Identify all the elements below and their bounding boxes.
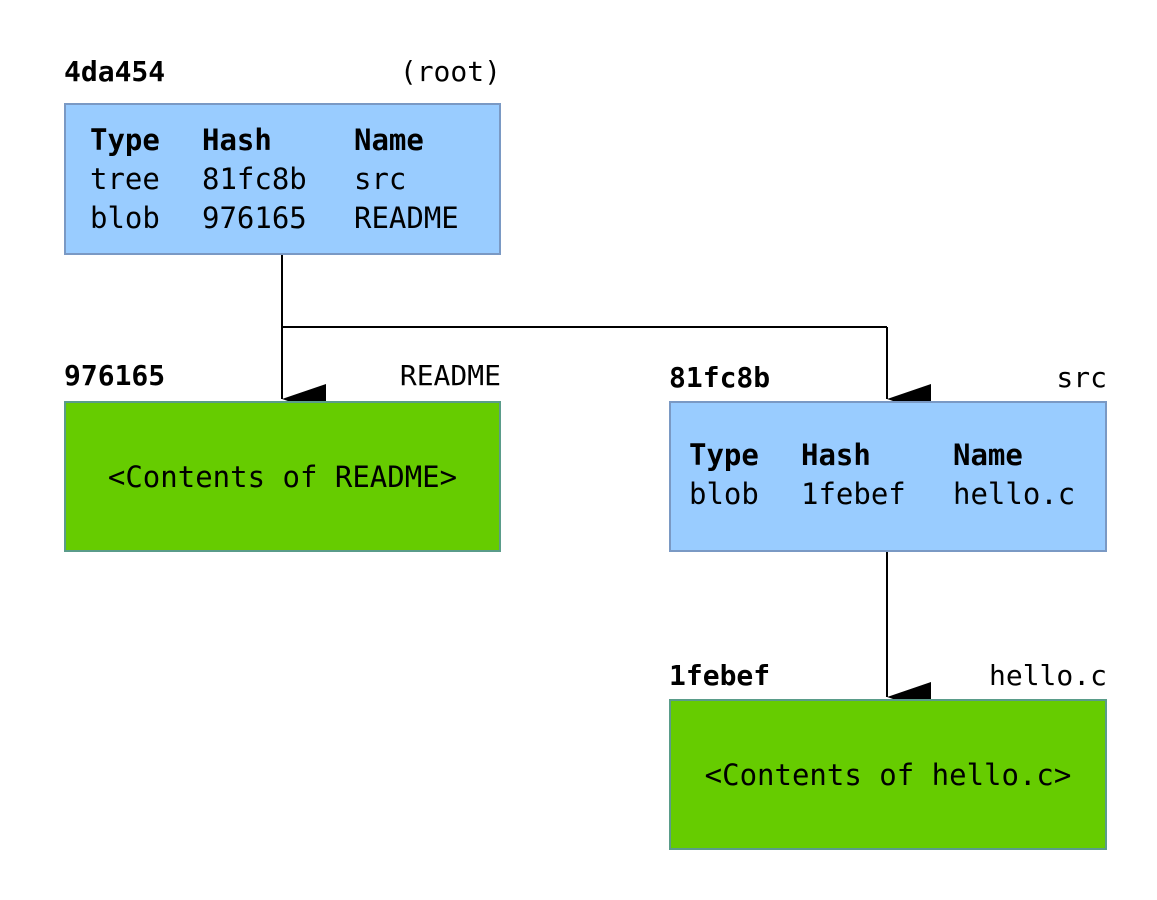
entry-name: README [354,201,459,235]
node-hash: 976165 [64,359,166,392]
blob-contents: <Contents of hello.c> [704,757,1072,792]
table-row: blob 976165 README [90,199,459,238]
entry-type: blob [90,201,160,235]
node-header: 1febef hello.c [669,660,1107,692]
node-label: src [1056,361,1107,394]
column-header-type: Type [689,438,759,472]
entry-hash: 976165 [202,201,307,235]
column-header-hash: Hash [801,438,871,472]
node-header: 4da454 (root) [64,56,501,88]
tree-box: Type Hash Name tree 81fc8b src blob 9761… [64,103,501,255]
blob-box: <Contents of hello.c> [669,699,1107,850]
node-header: 976165 README [64,360,501,392]
node-hash: 81fc8b [669,361,771,394]
tree-box: Type Hash Name blob 1febef hello.c [669,401,1107,552]
helloc-blob-node: 1febef hello.c <Contents of hello.c> [669,660,1107,850]
entry-type: tree [90,162,160,196]
column-header-name: Name [354,123,424,157]
entry-name: hello.c [953,477,1076,511]
node-label: README [399,359,501,392]
table-row: blob 1febef hello.c [689,475,1075,514]
node-label: hello.c [988,659,1107,692]
table-row: tree 81fc8b src [90,160,459,199]
column-header-name: Name [953,438,1023,472]
readme-blob-node: 976165 README <Contents of README> [64,360,501,552]
entry-name: src [354,162,407,196]
table-header-row: Type Hash Name [90,121,459,160]
entry-hash: 81fc8b [202,162,307,196]
tree-entries-table: Type Hash Name tree 81fc8b src blob 9761… [90,121,459,238]
src-tree-node: 81fc8b src Type Hash Name blob 1febef he… [669,362,1107,552]
entry-hash: 1febef [801,477,906,511]
node-header: 81fc8b src [669,362,1107,394]
node-label: (root) [399,55,501,88]
root-tree-node: 4da454 (root) Type Hash Name tree 81fc8b… [64,56,501,255]
entry-type: blob [689,477,759,511]
node-hash: 1febef [669,659,771,692]
table-header-row: Type Hash Name [689,436,1075,475]
node-hash: 4da454 [64,55,166,88]
column-header-type: Type [90,123,160,157]
column-header-hash: Hash [202,123,272,157]
tree-entries-table: Type Hash Name blob 1febef hello.c [689,436,1075,514]
blob-contents: <Contents of README> [107,459,458,494]
blob-box: <Contents of README> [64,401,501,552]
